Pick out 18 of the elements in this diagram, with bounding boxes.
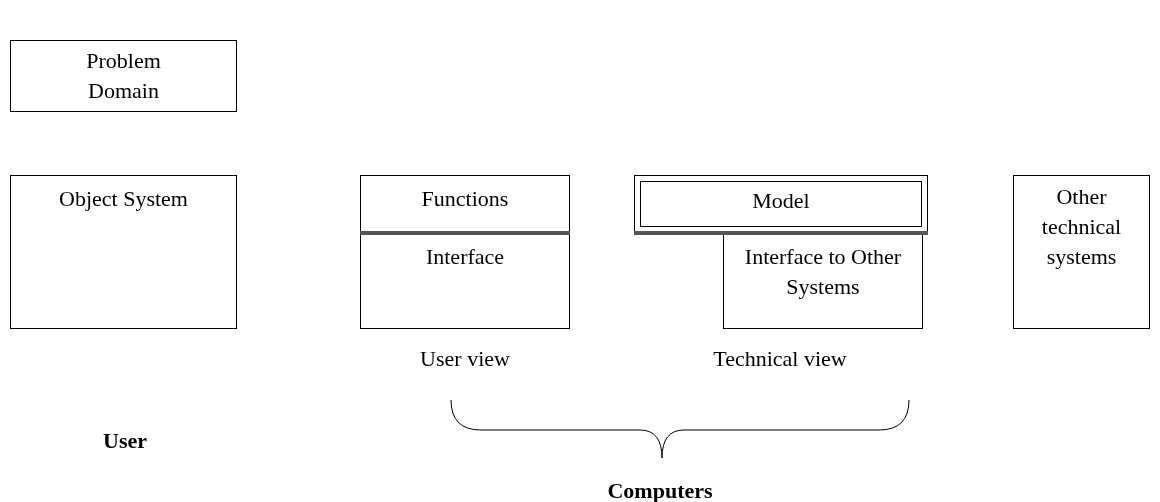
node-text: Model xyxy=(751,187,811,215)
process-box xyxy=(360,175,570,233)
model-box xyxy=(634,175,928,233)
node-text: Interface to Other Systems xyxy=(743,243,903,301)
node-text: Interface xyxy=(424,243,506,271)
node-text: Object System xyxy=(58,185,189,213)
process-box xyxy=(10,40,237,112)
process-box xyxy=(1013,175,1150,329)
node-text: Problem Domain xyxy=(85,47,162,105)
group-label: Computers xyxy=(607,478,713,502)
node-text: Other technical systems xyxy=(1040,183,1123,271)
process-box xyxy=(10,175,237,329)
process-box xyxy=(360,233,570,329)
view-caption: User view xyxy=(420,346,510,372)
node-text: Functions xyxy=(420,185,510,213)
process-box xyxy=(723,233,923,329)
view-caption: Technical view xyxy=(713,346,847,372)
actor-label: User xyxy=(103,428,147,454)
